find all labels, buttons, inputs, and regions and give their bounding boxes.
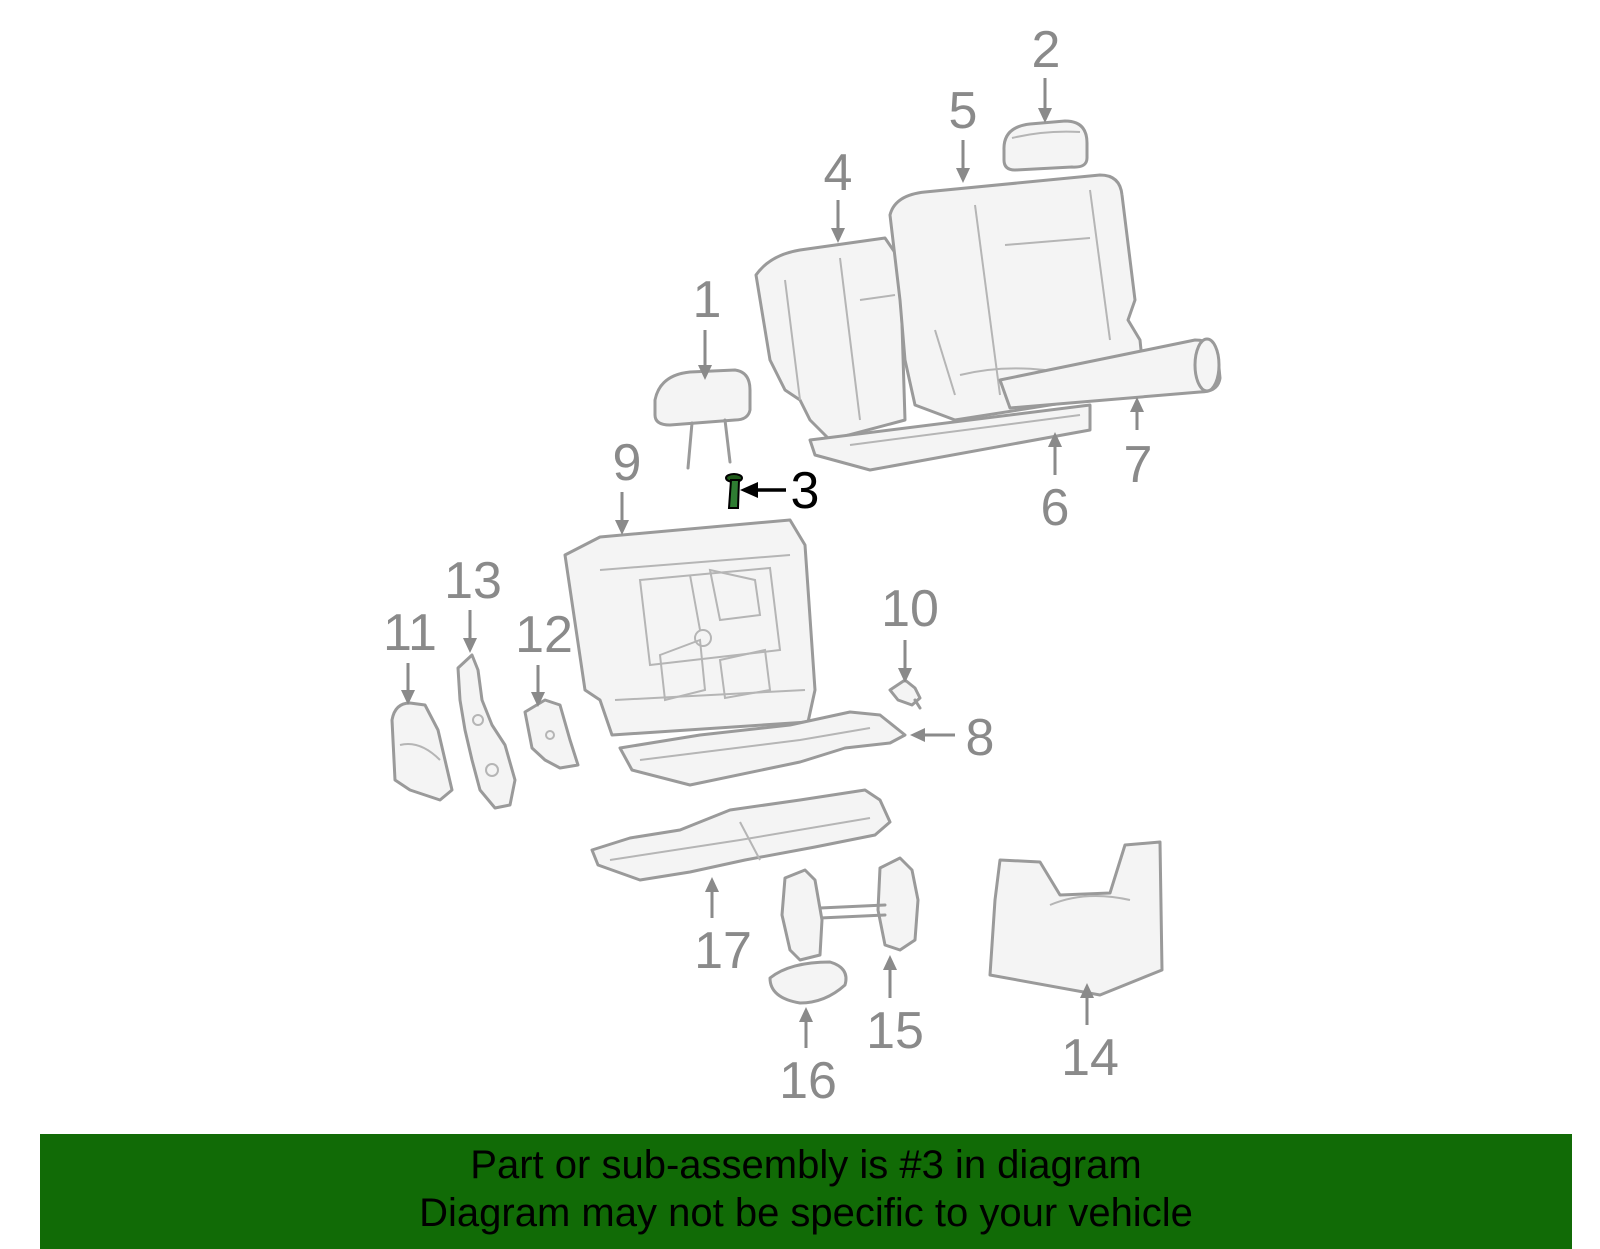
callout-4: 4 — [824, 144, 853, 202]
part-1-headrest — [653, 368, 752, 470]
callout-arrows — [401, 78, 1144, 1048]
callout-13: 13 — [444, 552, 502, 610]
callout-15: 15 — [866, 1002, 924, 1060]
callout-9: 9 — [613, 434, 642, 492]
part-16-riser-base — [768, 868, 848, 1005]
part-12-bracket — [523, 698, 580, 770]
callout-8: 8 — [966, 709, 995, 767]
banner-disclaimer-line: Diagram may not be specific to your vehi… — [419, 1191, 1193, 1235]
banner-part-line: Part or sub-assembly is #3 in diagram — [470, 1143, 1142, 1187]
callout-3: 3 — [791, 462, 820, 520]
part-17-seat-frame — [590, 788, 892, 882]
callout-10: 10 — [881, 580, 939, 638]
part-10-bracket — [888, 678, 922, 710]
part-8-cushion-pan — [618, 710, 907, 787]
callout-1: 1 — [693, 271, 722, 329]
part-6-seat-cushion-frame — [808, 403, 1092, 472]
callout-6: 6 — [1041, 479, 1070, 537]
part-3-bolt — [725, 473, 743, 509]
callout-12: 12 — [515, 606, 573, 664]
part-4-seatback-left — [754, 236, 907, 442]
part-11-side-cover — [390, 701, 454, 802]
part-13-hinge-plate — [456, 653, 517, 810]
callout-11: 11 — [383, 604, 437, 662]
part-15-riser — [818, 856, 920, 952]
callout-17: 17 — [694, 922, 752, 980]
info-banner: Part or sub-assembly is #3 in diagram Di… — [40, 1134, 1572, 1249]
part-9-seatback-frame — [563, 518, 817, 737]
callout-16: 16 — [779, 1052, 837, 1110]
part-2-headrest — [1002, 119, 1089, 172]
callout-14: 14 — [1061, 1029, 1119, 1087]
callout-5: 5 — [949, 82, 978, 140]
part-14-cover-panel — [988, 840, 1164, 997]
callout-7: 7 — [1124, 436, 1153, 494]
callout-2: 2 — [1032, 21, 1061, 79]
part-7-armrest — [998, 337, 1222, 410]
